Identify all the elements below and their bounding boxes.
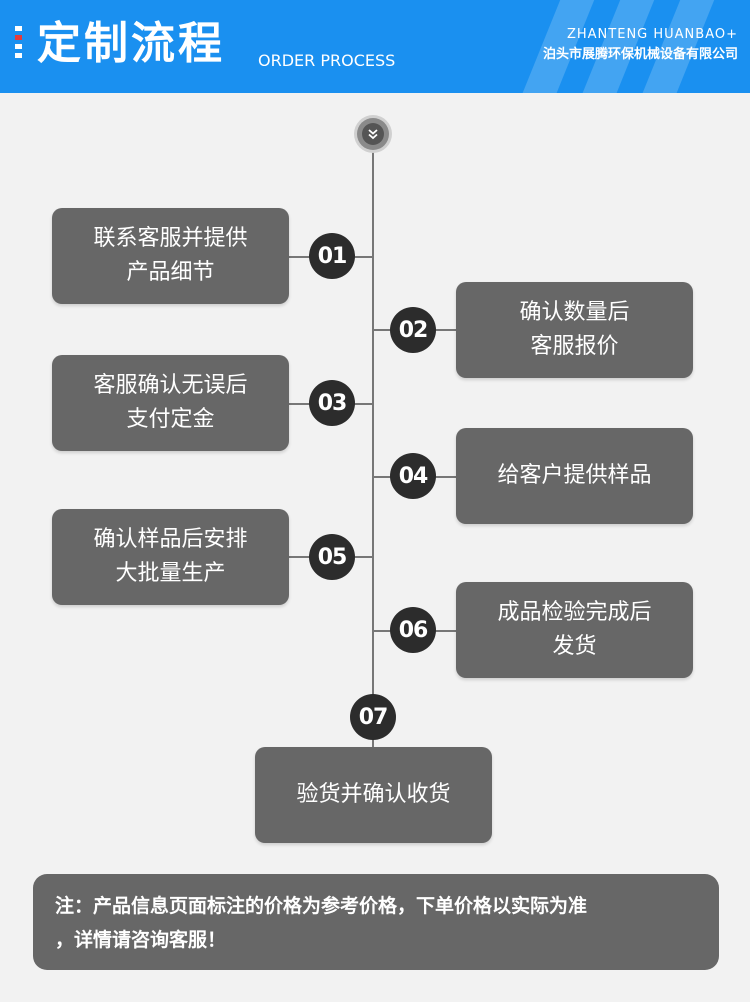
brand-name-cn: 泊头市展腾环保机械设备有限公司 [542, 47, 738, 62]
step-text: 客服确认无误后 支付定金 [93, 373, 248, 432]
step-text: 验货并确认收货 [296, 782, 451, 807]
step-number-badge: 01 [309, 233, 355, 279]
step-card-02: 确认数量后 客服报价 [456, 282, 693, 378]
step-text: 成品检验完成后 发货 [497, 600, 652, 659]
step-number-badge: 05 [309, 534, 355, 580]
note-line-2: ，详情请咨询客服！ [55, 929, 227, 951]
page-title: 定制流程 [37, 18, 225, 69]
step-card-03: 客服确认无误后 支付定金 [52, 355, 289, 451]
header-banner: 定制流程 ORDER PROCESS ZHANTENG HUANBAO+ 泊头市… [0, 0, 750, 93]
title-marker-icon [15, 26, 23, 62]
step-text: 给客户提供样品 [497, 463, 652, 488]
price-note: 注：产品信息页面标注的价格为参考价格，下单价格以实际为准 ，详情请咨询客服！ [33, 874, 719, 970]
step-number-badge: 06 [390, 607, 436, 653]
step-text: 确认数量后 客服报价 [519, 300, 630, 359]
step-number-badge: 03 [309, 380, 355, 426]
step-text: 联系客服并提供 产品细节 [93, 226, 248, 285]
step-card-05: 确认样品后安排 大批量生产 [52, 509, 289, 605]
step-number-badge: 07 [350, 694, 396, 740]
step-card-01: 联系客服并提供 产品细节 [52, 208, 289, 304]
timeline-line [372, 150, 374, 750]
step-text: 确认样品后安排 大批量生产 [93, 527, 248, 586]
step-card-06: 成品检验完成后 发货 [456, 582, 693, 678]
step-number-badge: 04 [390, 453, 436, 499]
page-subtitle: ORDER PROCESS [258, 51, 396, 70]
step-card-07: 验货并确认收货 [255, 747, 492, 843]
brand-name-en: ZHANTENG HUANBAO+ [566, 27, 738, 42]
double-chevron-down-icon [357, 118, 389, 150]
note-line-1: 注：产品信息页面标注的价格为参考价格，下单价格以实际为准 [55, 895, 588, 917]
step-card-04: 给客户提供样品 [456, 428, 693, 524]
step-number-badge: 02 [390, 307, 436, 353]
